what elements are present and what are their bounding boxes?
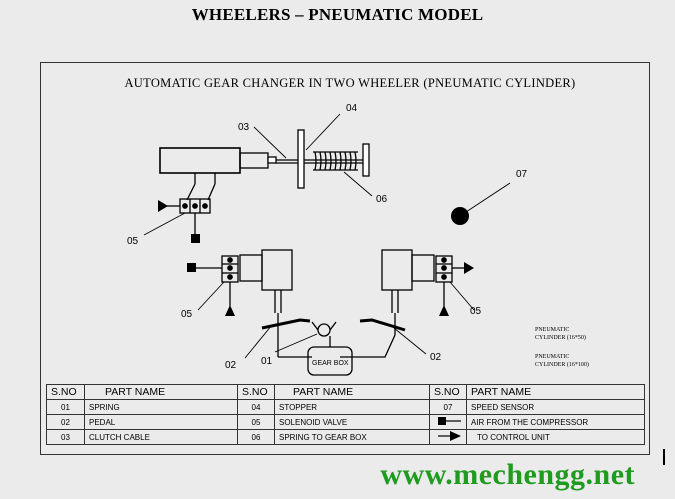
cell-sno: 07: [429, 399, 467, 415]
spring-end-plate: [362, 143, 370, 177]
callout-06: 06: [376, 194, 388, 205]
note-line-1: PNEUMATIC: [535, 327, 569, 333]
left-cylinder-head: [239, 254, 263, 282]
cell-sno: 06: [237, 429, 275, 445]
header-sno-1: S.NO: [46, 384, 85, 400]
callout-05-top: 05: [127, 236, 139, 247]
edge-mark: [663, 449, 665, 465]
right-cylinder-head: [411, 254, 435, 282]
diagram-title: AUTOMATIC GEAR CHANGER IN TWO WHEELER (P…: [124, 76, 576, 90]
table-row: 01 SPRING 04 STOPPER 07 SPEED SENSOR: [46, 399, 645, 415]
left-cylinder-body: [261, 249, 293, 291]
left-pedal: [261, 318, 311, 330]
cell-sno: 03: [46, 429, 85, 445]
callout-01: 01: [261, 356, 273, 367]
cell-sno: 05: [237, 414, 275, 430]
note-line-2: CYLINDER (16*50): [535, 334, 586, 341]
top-cylinder-rod: [267, 156, 277, 164]
cell-part-name: STOPPER: [274, 399, 430, 415]
top-valve-arrow-icon: [158, 200, 168, 212]
callout-03: 03: [238, 122, 250, 133]
left-valve-triangle-icon: [225, 305, 235, 316]
header-sno-3: S.NO: [429, 384, 467, 400]
cell-part-name: SPRING: [84, 399, 238, 415]
header-part-name-1: PART NAME: [84, 384, 238, 400]
table-row: 03 CLUTCH CABLE 06 SPRING TO GEAR BOX TO…: [46, 429, 645, 445]
gear-box-label: GEAR BOX: [312, 360, 349, 367]
cell-part-name: AIR FROM THE COMPRESSOR: [466, 414, 645, 430]
cell-part-name: SPRING TO GEAR BOX: [274, 429, 430, 445]
right-pedal: [359, 318, 406, 332]
note-line-4: CYLINDER (16*100): [535, 361, 589, 368]
drawing-frame: [40, 62, 650, 455]
top-valve-air-square-icon: [191, 234, 200, 243]
note-line-3: PNEUMATIC: [535, 354, 569, 360]
top-cylinder-body: [159, 147, 241, 174]
cell-part-name: CLUTCH CABLE: [84, 429, 238, 445]
triangle-arrow-icon: [429, 429, 467, 445]
page-title: WHEELERS – PNEUMATIC MODEL: [191, 5, 484, 24]
website-url[interactable]: www.mechengg.net: [380, 458, 635, 491]
cell-part-name: SPEED SENSOR: [466, 399, 645, 415]
stopper-plate: [297, 129, 305, 189]
square-arrow-icon: [429, 414, 467, 430]
callout-05-right: 05: [470, 306, 482, 317]
callout-07: 07: [516, 169, 528, 180]
cell-part-name: PEDAL: [84, 414, 238, 430]
right-valve-triangle-icon: [439, 305, 449, 316]
cell-part-name: SOLENOID VALVE: [274, 414, 430, 430]
header-part-name-3: PART NAME: [466, 384, 645, 400]
callout-02-right: 02: [430, 352, 442, 363]
pedal-pivot: [317, 323, 331, 337]
cell-sno: 01: [46, 399, 85, 415]
spring-to-gear-box: [314, 151, 357, 171]
right-cylinder-body: [381, 249, 413, 291]
callout-05-left: 05: [181, 309, 193, 320]
callout-02-left: 02: [225, 360, 237, 371]
table-row: 02 PEDAL 05 SOLENOID VALVE AIR FROM THE …: [46, 414, 645, 430]
cell-part-name: TO CONTROL UNIT: [466, 429, 645, 445]
left-valve-air-square-icon: [187, 263, 196, 272]
header-part-name-2: PART NAME: [274, 384, 430, 400]
top-cylinder-neck: [239, 152, 269, 169]
header-sno-2: S.NO: [237, 384, 275, 400]
right-valve-arrow-icon: [464, 262, 474, 274]
speed-sensor: [451, 207, 469, 225]
table-header-row: S.NO PART NAME S.NO PART NAME S.NO PART …: [46, 384, 645, 400]
callout-04: 04: [346, 103, 358, 114]
cell-sno: 02: [46, 414, 85, 430]
parts-table: S.NO PART NAME S.NO PART NAME S.NO PART …: [46, 384, 645, 445]
cell-sno: 04: [237, 399, 275, 415]
